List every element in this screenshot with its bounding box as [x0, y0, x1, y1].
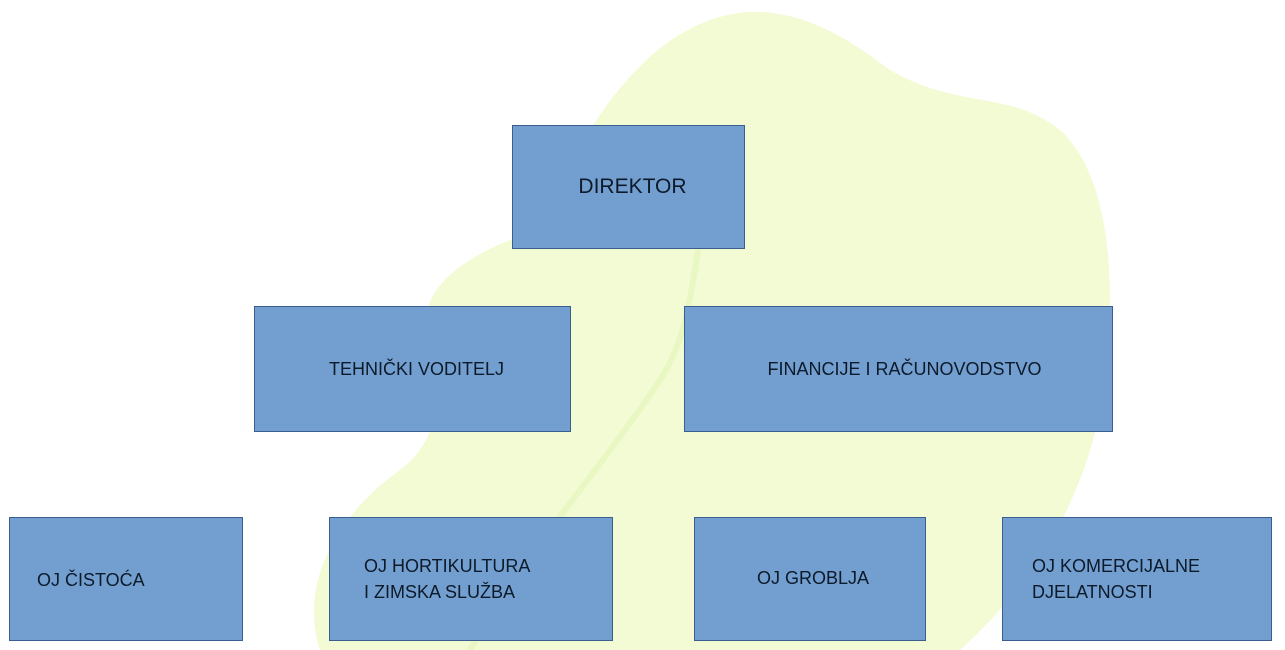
unit-hortikultura-line1: OJ HORTIKULTURA: [364, 555, 531, 576]
director-label: DIREKTOR: [578, 174, 687, 198]
unit-box-groblja: OJ GROBLJA: [694, 517, 926, 641]
unit-hortikultura-line2: I ZIMSKA SLUŽBA: [364, 582, 516, 602]
technical-manager-box: TEHNIČKI VODITELJ: [254, 306, 571, 432]
unit-komercijalne-line2: DJELATNOSTI: [1032, 582, 1153, 602]
unit-cistoca-label: OJ ČISTOĆA: [37, 569, 145, 590]
director-box: DIREKTOR: [512, 125, 745, 249]
unit-box-cistoca: OJ ČISTOĆA: [9, 517, 243, 641]
unit-komercijalne-line1: OJ KOMERCIJALNE: [1032, 555, 1201, 576]
unit-box-hortikultura: OJ HORTIKULTURA I ZIMSKA SLUŽBA: [329, 517, 613, 641]
unit-komercijalne-text: OJ KOMERCIJALNE DJELATNOSTI: [1032, 553, 1200, 605]
finance-box: FINANCIJE I RAČUNOVODSTVO: [684, 306, 1113, 432]
finance-label: FINANCIJE I RAČUNOVODSTVO: [767, 358, 1042, 379]
unit-hortikultura-text: OJ HORTIKULTURA I ZIMSKA SLUŽBA: [364, 553, 530, 605]
unit-groblja-label: OJ GROBLJA: [756, 567, 870, 588]
technical-manager-label: TEHNIČKI VODITELJ: [328, 358, 505, 379]
unit-box-komercijalne: OJ KOMERCIJALNE DJELATNOSTI: [1002, 517, 1272, 641]
